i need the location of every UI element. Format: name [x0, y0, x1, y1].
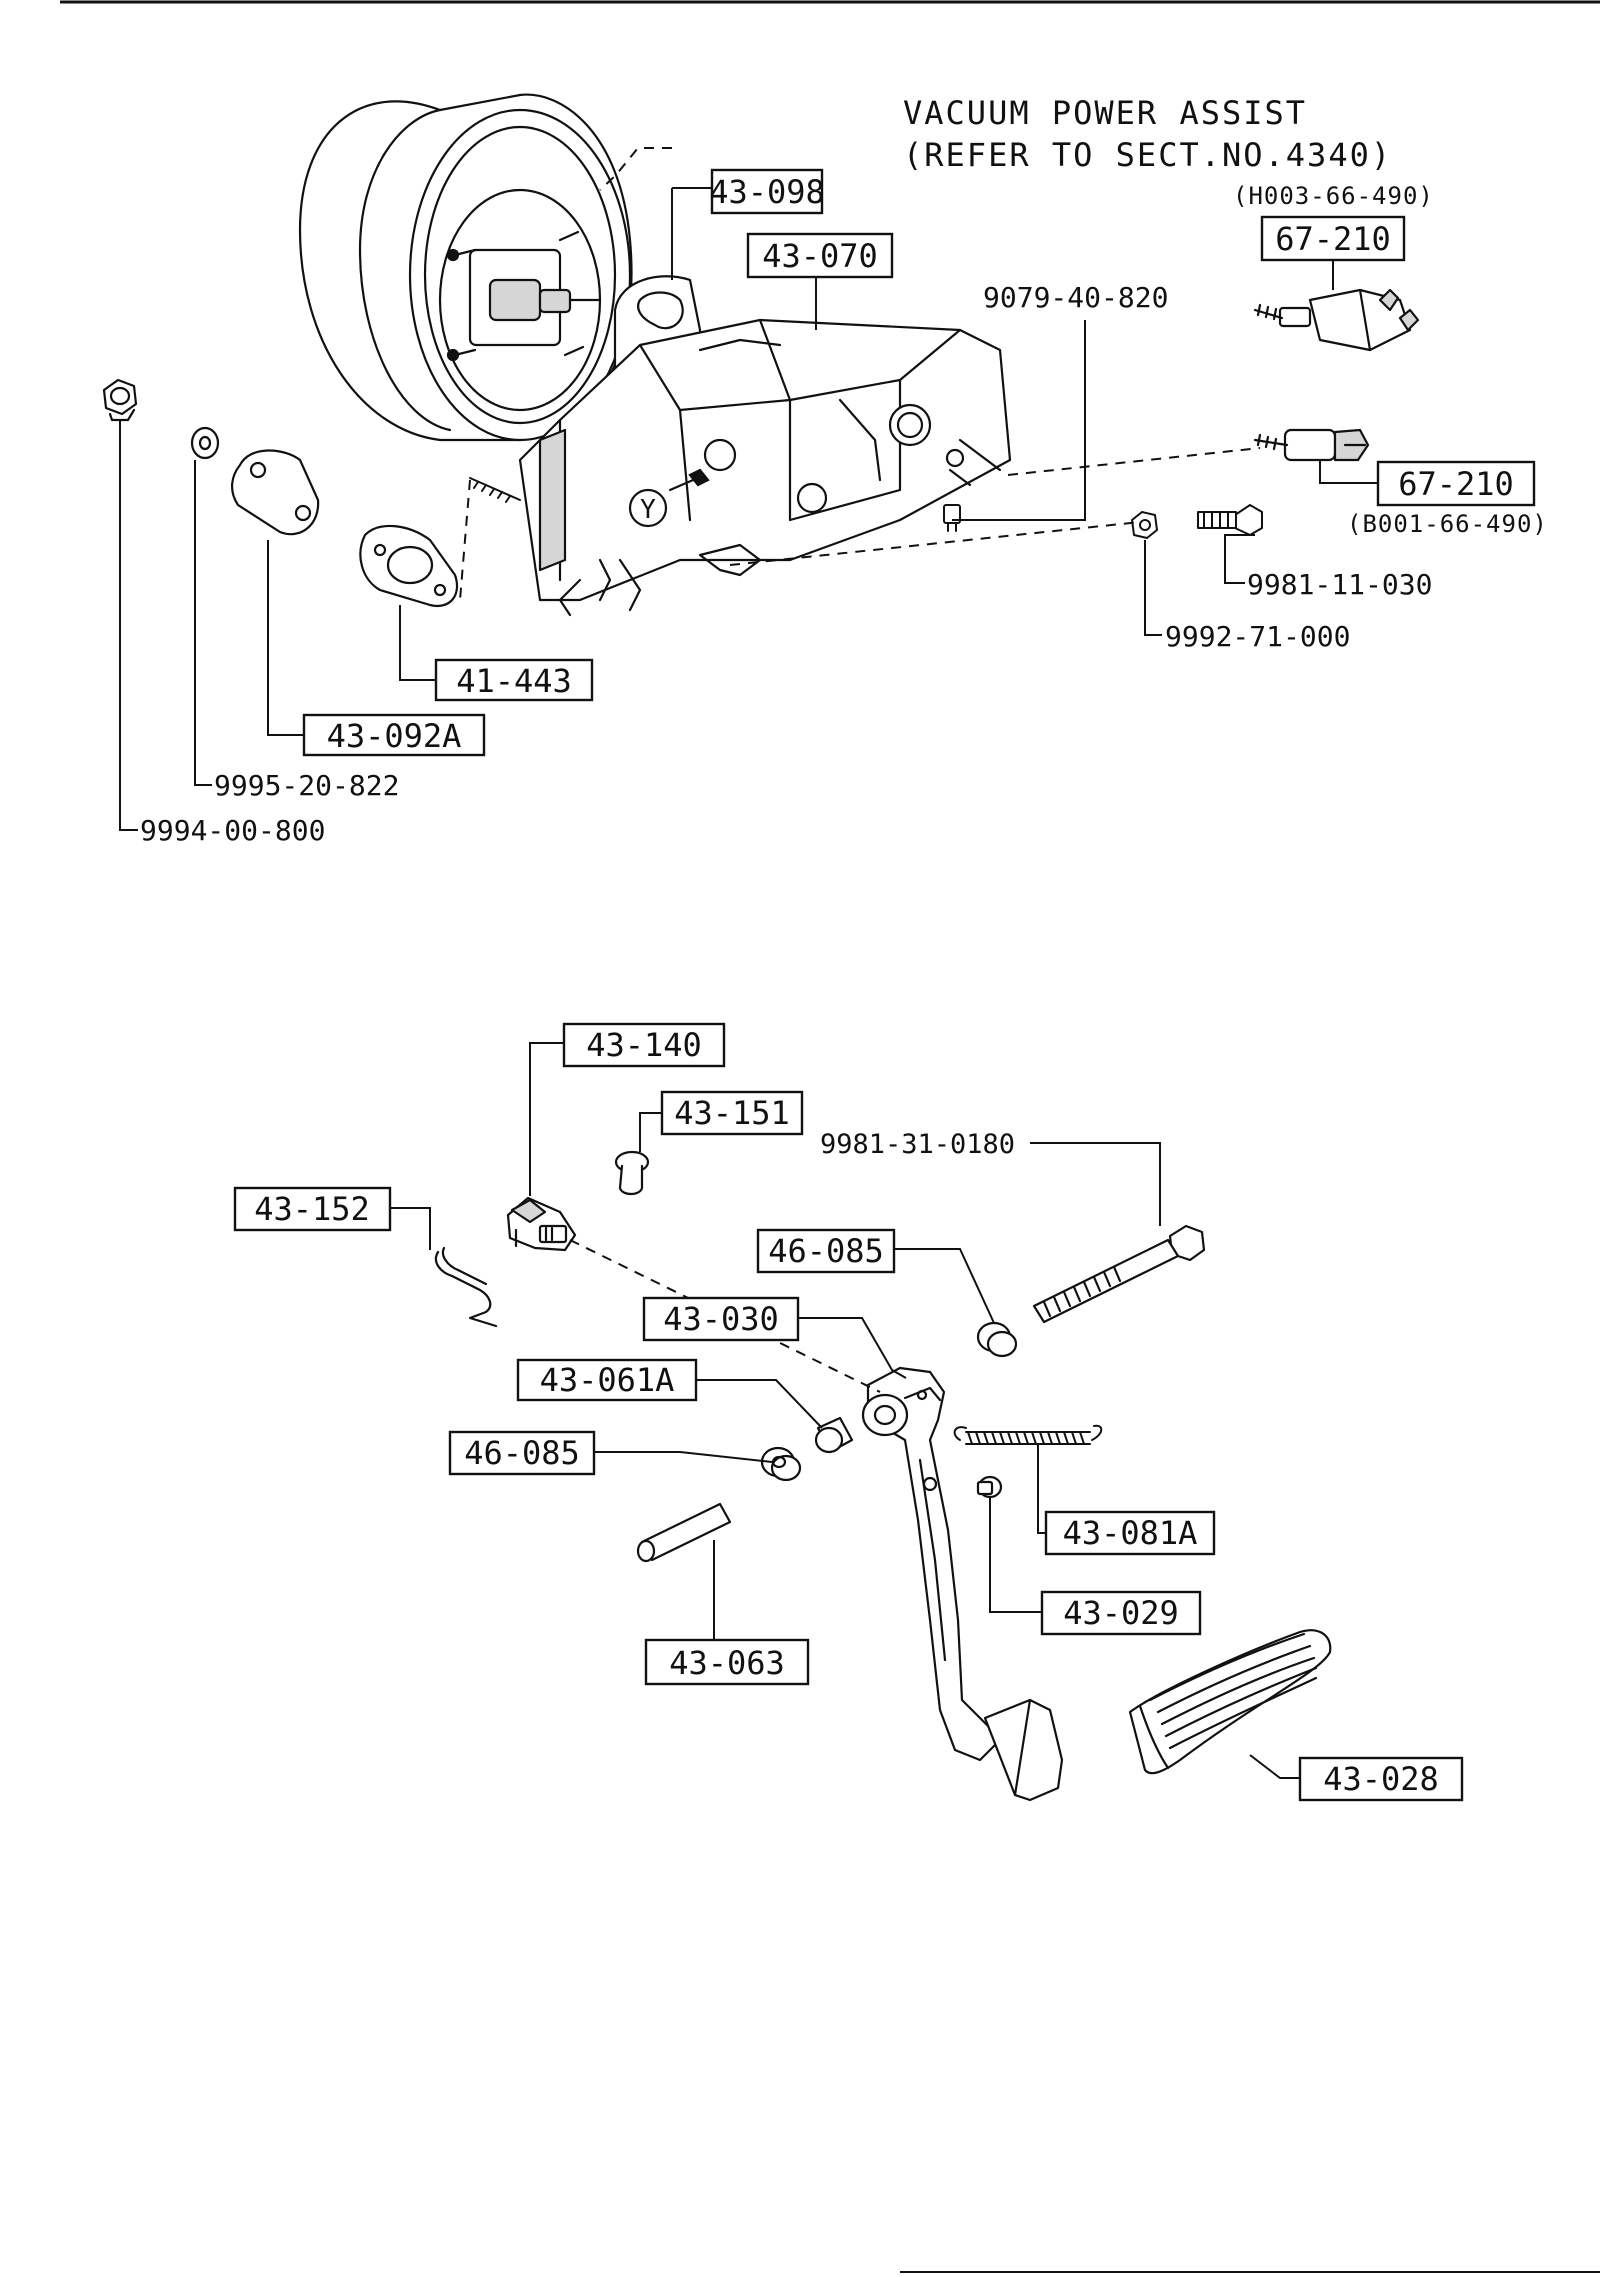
- callout-43-028: 43-028: [1298, 1756, 1464, 1802]
- label-nut: 9992-71-000: [1165, 620, 1350, 653]
- label-sleeve: 43-061A: [540, 1361, 675, 1399]
- clevis-pin-part: [614, 1150, 650, 1196]
- callout-41-443: 41-443: [434, 658, 594, 702]
- switch-upper-part: [1253, 288, 1420, 352]
- top-dashed-links: [459, 147, 1261, 601]
- vacuum-note: VACUUM POWER ASSIST (REFER TO SECT.NO.43…: [903, 94, 1392, 174]
- pivot-shaft-part: [636, 1502, 732, 1563]
- callout-67-210-lower: 67-210: [1376, 460, 1536, 507]
- label-switch-lower: 67-210: [1398, 465, 1514, 503]
- callout-43-063: 43-063: [644, 1638, 810, 1686]
- callout-43-151: 43-151: [660, 1090, 804, 1136]
- return-spring-part: [953, 1424, 1103, 1445]
- label-bushing-upper: 46-085: [768, 1232, 884, 1270]
- switch-bolt-part: [943, 504, 961, 532]
- callout-43-152: 43-152: [233, 1186, 392, 1232]
- callout-43-098: 43-098: [709, 168, 825, 215]
- clevis-part: [506, 1196, 577, 1252]
- bushing-upper-part: [976, 1321, 1018, 1358]
- stopper-part: [976, 1475, 1003, 1499]
- washer-part: [190, 426, 220, 460]
- switch-lower-part: [1253, 428, 1370, 462]
- callout-43-061a: 43-061A: [516, 1358, 698, 1402]
- label-stopper: 43-029: [1063, 1594, 1179, 1632]
- label-washer: 9995-20-822: [214, 769, 399, 802]
- label-pedal-bracket: 43-070: [762, 237, 878, 275]
- callout-46-085-upper: 46-085: [756, 1228, 896, 1274]
- callout-46-085-lower: 46-085: [448, 1430, 596, 1476]
- label-switch-lower-note: (B001-66-490): [1347, 510, 1548, 538]
- vacuum-note-line2: (REFER TO SECT.NO.4340): [903, 136, 1392, 174]
- bushing-lower-part: [760, 1446, 802, 1482]
- stud-part: [469, 477, 521, 503]
- callout-43-029: 43-029: [1040, 1590, 1202, 1636]
- callout-67-210-upper: 67-210: [1260, 215, 1406, 262]
- nut-part: [1131, 511, 1158, 539]
- marker-y: Y: [640, 495, 656, 525]
- label-switch-bolt: 9079-40-820: [983, 281, 1168, 314]
- pedal-bracket: Y: [518, 318, 1012, 617]
- pedal-pad-part: [1128, 1629, 1332, 1775]
- label-pedal-arm: 43-030: [663, 1300, 779, 1338]
- vacuum-booster: [298, 93, 633, 442]
- label-pivot-shaft: 43-063: [669, 1644, 785, 1682]
- label-bushing-lower: 46-085: [464, 1434, 580, 1472]
- label-pedal-pad: 43-028: [1323, 1760, 1439, 1798]
- label-clevis: 43-140: [586, 1026, 702, 1064]
- callout-43-030: 43-030: [642, 1296, 800, 1342]
- label-pivot-bolt: 9981-31-0180: [820, 1129, 1015, 1160]
- label-gasket: 41-443: [456, 662, 572, 700]
- callout-43-081a: 43-081A: [1044, 1510, 1216, 1556]
- label-return-spring: 43-081A: [1063, 1514, 1198, 1552]
- nut-left-part: [102, 378, 138, 422]
- callout-43-070: 43-070: [746, 232, 894, 279]
- pedal-leader-lines: [390, 1042, 1300, 1779]
- sleeve-part: [814, 1416, 854, 1454]
- callout-43-140: 43-140: [562, 1022, 726, 1068]
- bolt-part: [1197, 504, 1263, 536]
- label-bolt: 9981-11-030: [1247, 568, 1432, 601]
- label-switch-upper-note: (H003-66-490): [1233, 182, 1434, 210]
- label-clevis-pin: 43-151: [674, 1094, 790, 1132]
- callout-43-092a: 43-092A: [302, 713, 486, 757]
- label-clip: 43-152: [254, 1190, 370, 1228]
- label-nut-left: 9994-00-800: [140, 814, 325, 847]
- label-bracket-plate: 43-098: [709, 173, 825, 211]
- clip-part: [434, 1246, 498, 1328]
- pedal-arm-part: [861, 1366, 1064, 1802]
- vacuum-note-line1: VACUUM POWER ASSIST: [903, 94, 1307, 132]
- label-switch-upper: 67-210: [1275, 220, 1391, 258]
- pedal-dashed-links: [569, 1239, 881, 1393]
- pivot-bolt-part: [1032, 1224, 1206, 1324]
- top-leader-lines: [119, 187, 1378, 831]
- label-spacer-plate: 43-092A: [327, 717, 462, 755]
- spacer-plate-part: [231, 449, 320, 536]
- gasket-part: [359, 524, 458, 608]
